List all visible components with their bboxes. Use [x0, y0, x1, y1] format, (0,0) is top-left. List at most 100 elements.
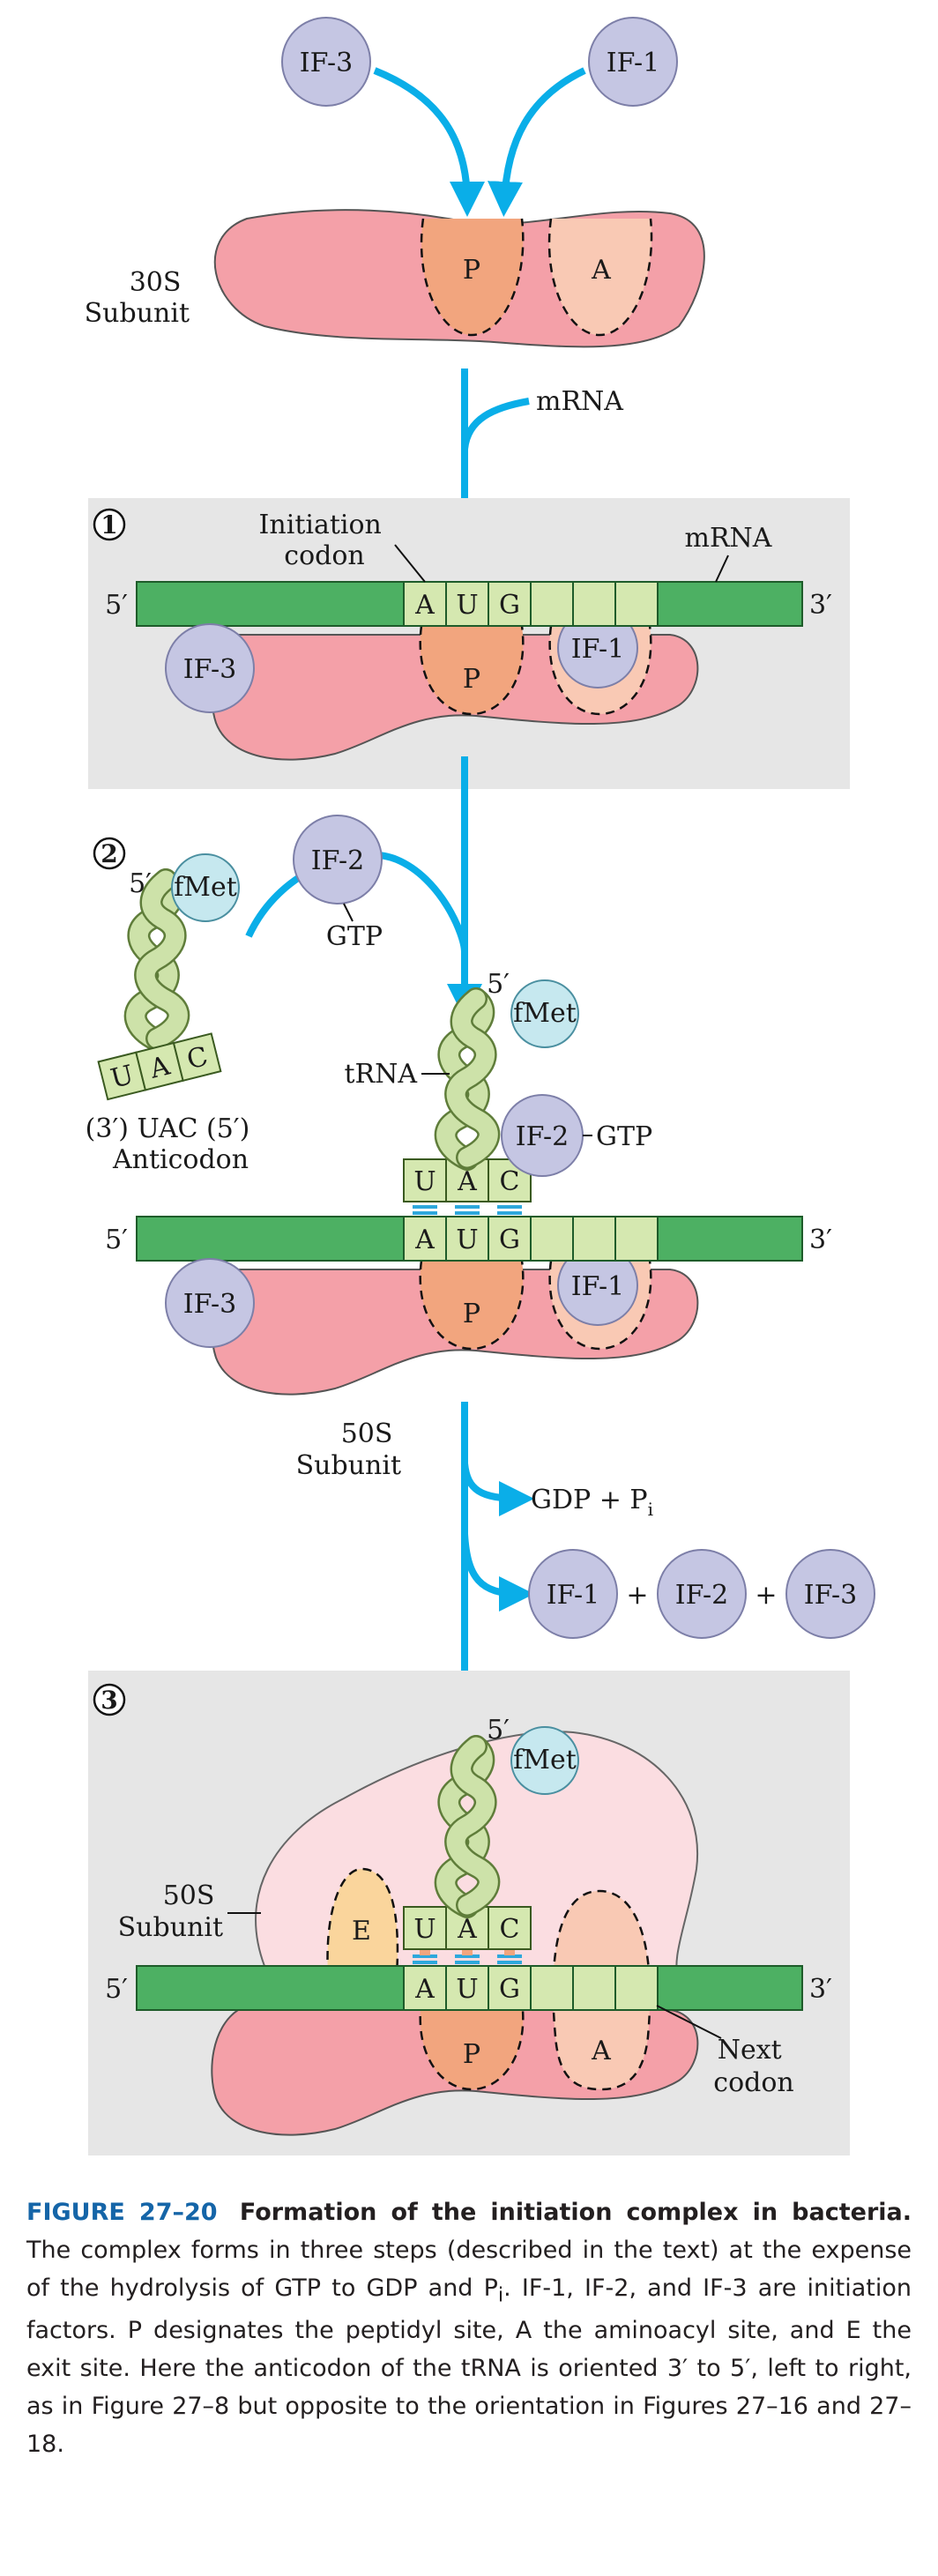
svg-text:G: G [499, 1225, 520, 1255]
e-site-label: E [352, 1916, 371, 1947]
a-site-label-3: A [591, 2036, 611, 2066]
codon-u-1: U [456, 590, 478, 621]
step-1-number: 1 [100, 510, 117, 540]
fmet-bound-3 [510, 1726, 579, 1795]
gtp-label-bound: GTP [596, 1121, 652, 1152]
step-1-marker [93, 508, 126, 541]
if1-label-top: IF-1 [607, 48, 660, 78]
subunit-30s-label: 30S Subunit [85, 267, 190, 329]
initiation-complex-diagram: IF-3 IF-1 P A 30S Subunit mRNA 1 P IF-1 [85, 17, 875, 2155]
mrna-pointer-1 [715, 555, 729, 583]
p-site-label-3: P [463, 2039, 480, 2070]
codon-row-3: A U G [403, 1965, 659, 2011]
release-section: 50S Subunit GDP + Pi IF-1 + IF-2 + IF-3 [296, 1402, 875, 1738]
codon-a-1: A [414, 590, 435, 621]
panel-step-1: 1 P IF-1 A U G 5′ 3′ IF-3 Initiation cod… [88, 498, 850, 789]
svg-text:IF-2: IF-2 [675, 1580, 729, 1611]
codon-row-1: A U G [403, 581, 659, 627]
caption-subscript: i [497, 2283, 504, 2307]
svg-text:G: G [499, 1974, 520, 2005]
three-prime-3: 3′ [809, 1974, 832, 2005]
fmet-bound-2 [510, 979, 579, 1048]
svg-text:C: C [500, 1166, 520, 1197]
step-3-marker [93, 1683, 126, 1716]
five-prime-trna-2: 5′ [487, 969, 510, 1000]
mrna-label-top: mRNA [536, 386, 623, 417]
if3-factor-2 [165, 1258, 255, 1348]
panel-step-3: 3 E A P A U G 5′ 3′ [88, 1671, 850, 2155]
p-site-1 [419, 625, 525, 716]
e-site [326, 1867, 399, 1977]
five-prime-trna-3: 5′ [487, 1715, 510, 1746]
trna-bound-2 [446, 999, 489, 1159]
svg-text:U: U [456, 1974, 478, 2005]
three-prime-2: 3′ [809, 1225, 832, 1255]
if3-label-1: IF-3 [183, 654, 237, 685]
if3-factor-top [281, 17, 371, 107]
if2-label-free: IF-2 [311, 845, 365, 876]
caption-body-2: . IF-1, IF-2, and IF-3 are initiation fa… [26, 2274, 912, 2459]
plus-2: + [755, 1580, 777, 1611]
anticodon-label: Anticodon [112, 1144, 249, 1175]
fmet-free-label: fMet [174, 872, 237, 903]
gtp-pointer-free [343, 903, 354, 922]
if2-arc-arrow [245, 851, 468, 953]
codon-row-2: A U G [403, 1216, 659, 1262]
fmet-free [171, 853, 240, 922]
anticodon-bound-2: U A C [403, 1158, 532, 1202]
five-prime-free: 5′ [129, 868, 152, 899]
if1-released [528, 1549, 618, 1639]
if3-label-2: IF-3 [183, 1289, 237, 1320]
svg-text:A: A [414, 1974, 435, 2005]
if3-released [785, 1549, 875, 1639]
figure-number: FIGURE 27–20 [26, 2199, 218, 2226]
fmet-label-2: fMet [513, 998, 577, 1029]
if1-label-1: IF-1 [571, 634, 625, 665]
if3-factor-1 [165, 623, 255, 713]
p-site-2 [419, 1260, 525, 1351]
a-site-label-top: A [591, 255, 611, 286]
mrna-label-1: mRNA [685, 523, 772, 554]
if1-factor-top [588, 17, 678, 107]
anticodon-orientation-label: (3′) UAC (5′) [86, 1113, 250, 1144]
svg-text:A: A [457, 1166, 477, 1197]
svg-text:U: U [413, 1914, 436, 1945]
gtp-label-free: GTP [326, 921, 383, 952]
if3-arrow [373, 67, 485, 217]
base-pairing-2 [413, 1205, 522, 1215]
p-site-label-2: P [463, 1299, 480, 1329]
plus-1: + [626, 1580, 648, 1611]
five-prime-2: 5′ [105, 1225, 128, 1255]
caption-body-1: The complex forms in three steps (descri… [26, 2237, 912, 2303]
next-codon-label: Next codon [713, 2035, 793, 2098]
anticodon-bound-3: U A C [403, 1906, 532, 1950]
if1-arrow [488, 67, 586, 217]
p-site-label-1: P [463, 664, 480, 695]
step-2-number: 2 [100, 839, 117, 868]
step-3-number: 3 [100, 1686, 117, 1715]
p-site-label-top: P [463, 255, 480, 286]
top-section: IF-3 IF-1 P A 30S Subunit mRNA [85, 17, 705, 534]
p-site-top [420, 218, 525, 337]
codon-g-1: G [499, 590, 520, 621]
free-trna: fMet 5′ U A C (3′) UAC (5′) Anticodon [86, 853, 250, 1175]
svg-text:A: A [414, 1225, 435, 1255]
p-site-3 [419, 2000, 525, 2091]
svg-text:A: A [457, 1914, 477, 1945]
if2-factor-free [293, 815, 383, 905]
svg-text:IF-1: IF-1 [547, 1580, 600, 1611]
if2-label-bound: IF-2 [516, 1121, 570, 1152]
gdp-pi-label: GDP + Pi [531, 1485, 653, 1520]
svg-text:IF-3: IF-3 [804, 1580, 858, 1611]
step-2: 2 fMet 5′ U A C (3′) UAC (5′) Anticodon … [86, 756, 832, 1396]
five-prime-1: 5′ [105, 590, 128, 621]
factors-release-arrow [461, 1533, 534, 1612]
svg-text:U: U [413, 1166, 436, 1197]
five-prime-3: 5′ [105, 1974, 128, 2005]
if3-label-top: IF-3 [300, 48, 354, 78]
if1-label-2: IF-1 [571, 1271, 625, 1302]
initiation-codon-label: Initiation codon [259, 510, 391, 571]
next-codon-pointer [656, 2005, 722, 2039]
svg-text:U: U [456, 1225, 478, 1255]
figure-caption: FIGURE 27–20 Formation of the initiation… [26, 2193, 912, 2464]
